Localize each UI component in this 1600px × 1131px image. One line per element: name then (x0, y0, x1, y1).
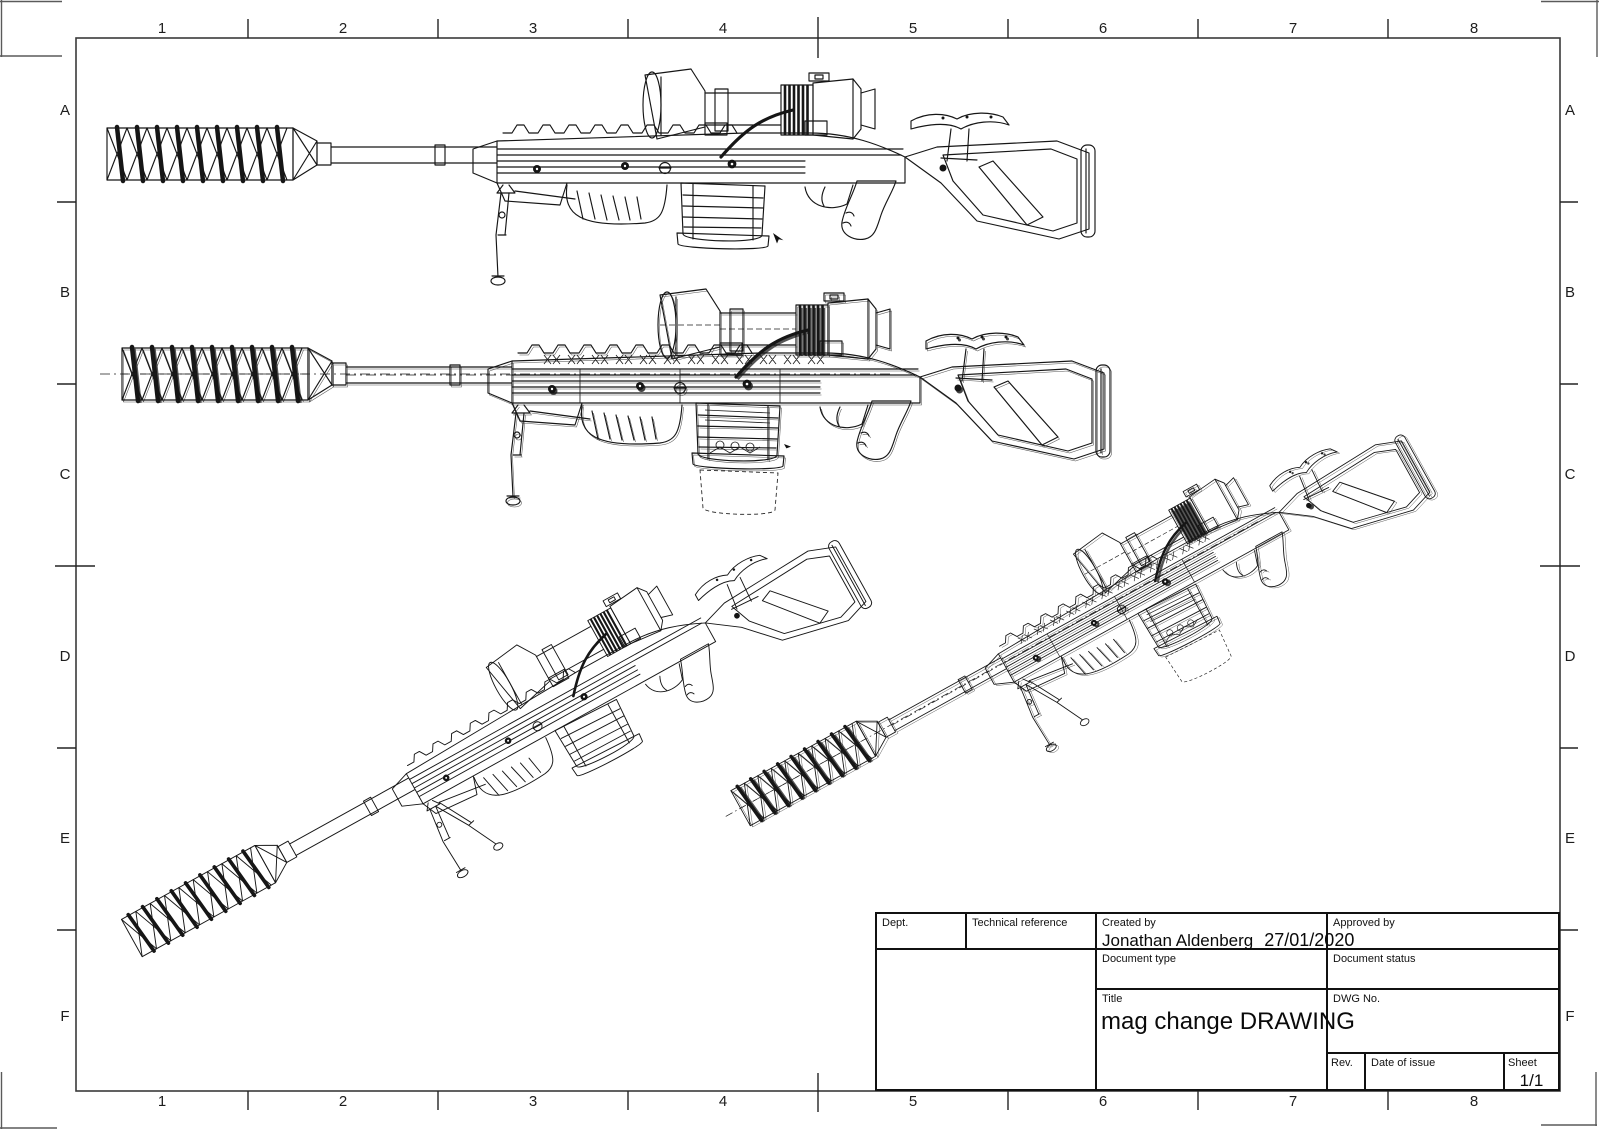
zone-row-left-d: D (59, 648, 71, 665)
zone-row-left-f: F (60, 1008, 70, 1025)
trim-mark-top-right (1541, 0, 1599, 57)
zone-col-top-8: 8 (1469, 20, 1479, 37)
date-of-issue-cell: Date of issue (1366, 1054, 1505, 1089)
dept-cell: Dept. (877, 914, 967, 950)
rev-cell: Rev. (1328, 1054, 1366, 1089)
rifle-iso-view (96, 482, 895, 1034)
trim-mark-top-left (0, 0, 62, 57)
dwg-no-cell: DWG No. (1328, 990, 1558, 1054)
sheet-cell: Sheet 1/1 (1505, 1054, 1558, 1090)
created-by-date: 27/01/2020 (1264, 930, 1355, 950)
zone-col-bottom-5: 5 (908, 1093, 918, 1110)
dept-label: Dept. (882, 917, 909, 929)
dwg-no-label: DWG No. (1333, 993, 1381, 1005)
title-block-empty-cell (877, 950, 1097, 1089)
zone-col-bottom-4: 4 (718, 1093, 728, 1110)
zone-col-bottom-2: 2 (338, 1093, 348, 1110)
zone-row-left-a: A (59, 102, 70, 119)
document-status-cell: Document status (1328, 950, 1558, 990)
zone-row-left-e: E (59, 830, 70, 847)
cursor-mark (773, 233, 784, 244)
trim-mark-bottom-right (1541, 1072, 1597, 1126)
zone-row-left-c: C (59, 466, 71, 483)
rifle-side-view-wireframe (99, 289, 1112, 515)
zone-row-right-b: B (1564, 284, 1575, 301)
created-by-cell: Created by Jonathan Aldenberg 27/01/2020 (1097, 914, 1354, 950)
zone-col-top-2: 2 (338, 20, 348, 37)
title-block: Dept. Technical reference Created by Jon… (875, 912, 1560, 1091)
zone-row-right-c: C (1564, 466, 1576, 483)
date-of-issue-label: Date of issue (1371, 1057, 1436, 1069)
zone-col-top-4: 4 (718, 20, 728, 37)
zone-col-top-5: 5 (908, 20, 918, 37)
drawing-title: mag change DRAWING (1101, 1008, 1355, 1035)
document-status-label: Document status (1333, 953, 1416, 965)
zone-row-right-e: E (1564, 830, 1575, 847)
zone-col-bottom-6: 6 (1098, 1093, 1108, 1110)
zone-col-top-1: 1 (157, 20, 167, 37)
created-by-name: Jonathan Aldenberg (1102, 931, 1254, 950)
technical-reference-cell: Technical reference (967, 914, 1097, 950)
sheet-number: 1/1 (1519, 1071, 1544, 1090)
zone-row-right-d: D (1564, 648, 1576, 665)
rev-label: Rev. (1331, 1057, 1353, 1069)
approved-by-label: Approved by (1333, 917, 1395, 929)
zone-col-top-3: 3 (528, 20, 538, 37)
zone-col-top-7: 7 (1288, 20, 1298, 37)
zone-col-bottom-8: 8 (1469, 1093, 1479, 1110)
zone-row-left-b: B (59, 284, 70, 301)
zone-row-right-a: A (1564, 102, 1575, 119)
trim-mark-bottom-left (0, 1072, 57, 1129)
rifle-side-view (107, 69, 1095, 285)
technical-reference-label: Technical reference (972, 917, 1068, 929)
cursor-mark-2 (784, 444, 791, 449)
sheet-label: Sheet (1508, 1057, 1537, 1069)
zone-col-bottom-7: 7 (1288, 1093, 1298, 1110)
zone-row-right-f: F (1565, 1008, 1575, 1025)
document-type-label: Document type (1102, 953, 1176, 965)
title-cell: Title mag change DRAWING (1097, 990, 1355, 1089)
zone-col-top-6: 6 (1098, 20, 1108, 37)
approved-by-cell: Approved by (1328, 914, 1558, 950)
document-type-cell: Document type (1097, 950, 1328, 990)
title-label: Title (1102, 993, 1123, 1005)
zone-col-bottom-1: 1 (157, 1093, 167, 1110)
created-by-label: Created by (1102, 917, 1156, 929)
zone-col-bottom-3: 3 (528, 1093, 538, 1110)
